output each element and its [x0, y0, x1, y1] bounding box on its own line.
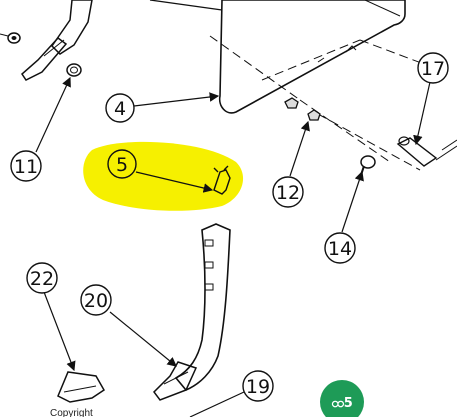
part-5-clip	[213, 165, 231, 195]
copyright-text: Copyright	[50, 408, 93, 417]
callout-14[interactable]: 14	[324, 232, 356, 264]
leader-19	[189, 391, 245, 417]
part-22-tooth	[57, 371, 105, 403]
callout-11-label: 11	[14, 156, 38, 178]
plate-notch	[345, 45, 357, 53]
leader-11	[35, 76, 71, 153]
part-17-pin	[396, 136, 457, 167]
badge-button[interactable]: ထ5	[320, 380, 364, 417]
badge-label: ထ5	[331, 396, 353, 411]
shank-slot-1	[204, 239, 214, 247]
callout-14-label: 14	[328, 238, 352, 260]
callout-4-label: 4	[114, 98, 126, 120]
callout-19[interactable]: 19	[242, 370, 274, 402]
callout-4[interactable]: 4	[105, 93, 135, 123]
shank-slot-2	[204, 261, 214, 269]
part-4-plate	[218, 0, 406, 114]
callout-12[interactable]: 12	[272, 176, 304, 208]
shank-slot-3	[204, 283, 214, 291]
clip-part-b	[307, 109, 321, 121]
assembly-axis-5	[317, 113, 421, 171]
callout-12-label: 12	[276, 182, 300, 204]
part-upper-shank	[51, 0, 93, 55]
part-20-shank	[174, 223, 231, 391]
callout-11[interactable]: 11	[10, 150, 42, 182]
callout-17-label: 17	[421, 58, 445, 80]
callout-22-label: 22	[30, 268, 54, 290]
callout-20-label: 20	[84, 290, 108, 312]
part-upper-tooth	[21, 36, 68, 81]
part-22-tooth-edge	[63, 385, 97, 393]
clip-part-a	[284, 97, 299, 109]
nut-part	[0, 32, 21, 44]
part-14-pin	[359, 155, 376, 179]
part-20-tooth-edge	[163, 371, 189, 385]
callout-5-label: 5	[116, 154, 128, 176]
leader-17	[413, 81, 431, 146]
callout-17[interactable]: 17	[417, 52, 449, 84]
plate-back-line	[364, 0, 401, 17]
highlight-marker	[83, 141, 244, 211]
part-20-tooth	[153, 361, 198, 401]
leader-12	[289, 120, 310, 177]
assembly-axis-1	[209, 35, 301, 101]
callout-20[interactable]: 20	[80, 284, 112, 316]
leader-5	[135, 171, 214, 193]
part-upper-tooth-edge	[43, 39, 65, 57]
leader-22	[43, 291, 76, 372]
callout-19-label: 19	[246, 376, 270, 398]
assembly-axis-3	[261, 39, 361, 81]
leader-14	[341, 170, 364, 233]
leader-4	[133, 92, 220, 107]
callout-5[interactable]: 5	[107, 149, 137, 179]
washer-part-11	[66, 63, 82, 77]
callout-22[interactable]: 22	[26, 262, 58, 294]
assembly-axis-2	[299, 99, 391, 163]
plate-notch-2	[317, 57, 325, 63]
leader-20	[109, 311, 177, 367]
plate-edge-line	[149, 0, 223, 11]
